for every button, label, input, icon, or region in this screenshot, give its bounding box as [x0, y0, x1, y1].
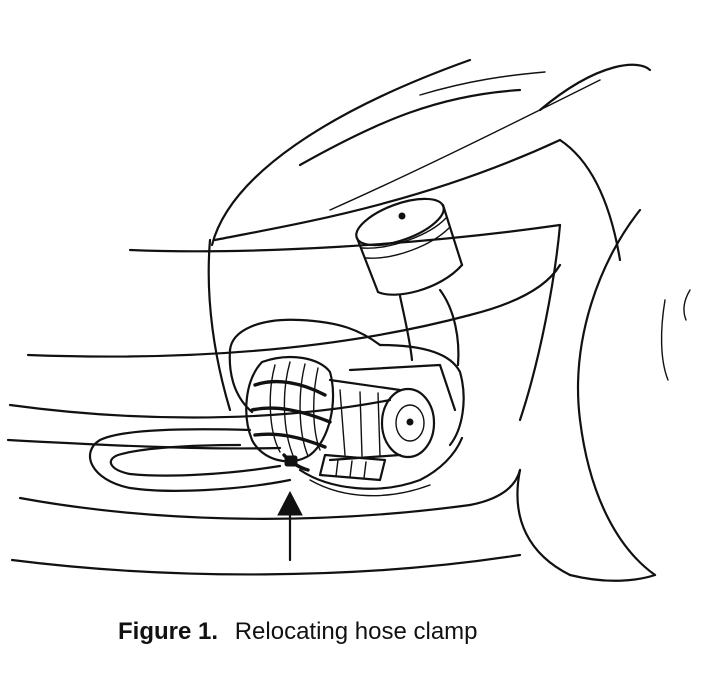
fender-outline	[6, 223, 657, 582]
bumper-bar	[89, 428, 292, 492]
fluid-reservoir	[355, 197, 464, 367]
figure-caption-text: Relocating hose clamp	[234, 618, 478, 645]
figure-label: Figure 1.	[118, 618, 219, 645]
up-arrow-icon	[277, 490, 303, 562]
wheel-arch	[576, 208, 691, 577]
pump-assembly	[228, 318, 465, 497]
hood-lines	[210, 58, 652, 262]
figure-caption: Figure 1. Relocating hose clamp	[118, 618, 478, 646]
